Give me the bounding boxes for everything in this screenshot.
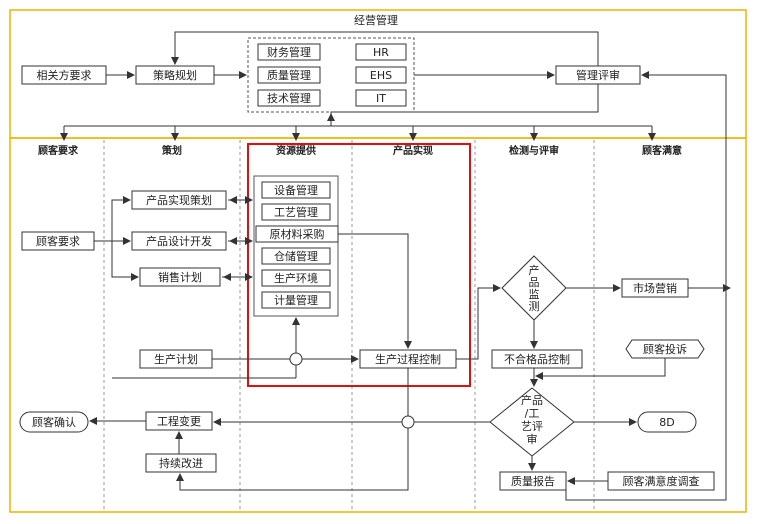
nonconf-label: 不合格品控制	[504, 352, 570, 366]
monitor-l1: 产	[529, 263, 540, 277]
eightd-box	[637, 411, 697, 433]
prod-ctrl-label: 生产过程控制	[375, 352, 441, 366]
eightd-label: 8D	[659, 416, 674, 429]
col-resources: 资源提供	[276, 144, 316, 157]
confirm-box	[19, 411, 89, 433]
mgmt-boxes	[257, 43, 407, 107]
nonconf-box	[491, 349, 583, 369]
review-l2: /工	[525, 407, 540, 420]
stakeholder-label: 相关方要求	[37, 68, 92, 82]
col-realization: 产品实现	[393, 144, 433, 157]
improve-label: 持续改进	[159, 456, 203, 470]
res-process: 工艺管理	[274, 205, 318, 219]
resource-group	[253, 175, 339, 317]
mgmt-ehs: EHS	[370, 69, 392, 82]
resource-boxes	[255, 181, 339, 309]
marketing-label: 市场营销	[633, 281, 677, 295]
complaint-tag	[625, 339, 705, 359]
junction-review	[401, 415, 415, 429]
mgmt-finance: 财务管理	[267, 45, 311, 59]
col-inspection: 检测与评审	[509, 144, 559, 157]
res-environment: 生产环境	[274, 271, 318, 285]
top-title: 经营管理	[354, 13, 398, 27]
plan-design-label: 产品设计开发	[146, 234, 212, 248]
res-equipment: 设备管理	[274, 183, 318, 197]
plan-realization-box	[131, 190, 227, 210]
operations-frame	[9, 137, 747, 513]
plan-sales-label: 销售计划	[158, 270, 202, 284]
eng-change-label: 工程变更	[157, 414, 201, 428]
col-satisfaction: 顾客满意	[642, 144, 682, 157]
complaint-label: 顾客投诉	[643, 342, 687, 356]
plan-sales-box	[139, 267, 221, 287]
col-planning: 策划	[162, 144, 182, 157]
customer-req-label: 顾客要求	[36, 234, 80, 248]
plan-realization-label: 产品实现策划	[146, 193, 212, 207]
review-l3: 艺评	[521, 420, 543, 433]
res-metrology: 计量管理	[274, 293, 318, 307]
monitor-l4: 测	[529, 300, 540, 313]
column-dividers	[103, 140, 595, 510]
flow-connectors	[89, 196, 731, 501]
prod-plan-label: 生产计划	[154, 352, 198, 366]
improve-box	[145, 453, 217, 473]
plan-design-box	[131, 231, 227, 251]
confirm-label: 顾客确认	[32, 415, 76, 429]
highlight-frame	[247, 143, 471, 387]
survey-label: 顾客满意度调查	[623, 474, 700, 488]
top-connectors	[60, 31, 727, 490]
monitor-l2: 品	[529, 276, 540, 289]
review-l1: 产品	[521, 393, 543, 407]
res-purchase: 原材料采购	[270, 227, 325, 241]
col-customer-req: 顾客要求	[38, 144, 79, 157]
mgmt-hr: HR	[373, 46, 389, 59]
strategy-label: 策略规划	[153, 68, 197, 82]
mgmt-it: IT	[376, 92, 386, 105]
qreport-label: 质量报告	[511, 474, 555, 488]
res-warehouse: 仓储管理	[274, 249, 318, 263]
review-label: 管理评审	[576, 68, 620, 82]
monitor-l3: 监	[529, 288, 540, 301]
mgmt-quality: 质量管理	[267, 68, 311, 82]
review-l4: 审	[527, 432, 538, 446]
junction-plan	[289, 352, 303, 366]
mgmt-tech: 技术管理	[267, 91, 311, 105]
qreport-box	[499, 471, 567, 491]
